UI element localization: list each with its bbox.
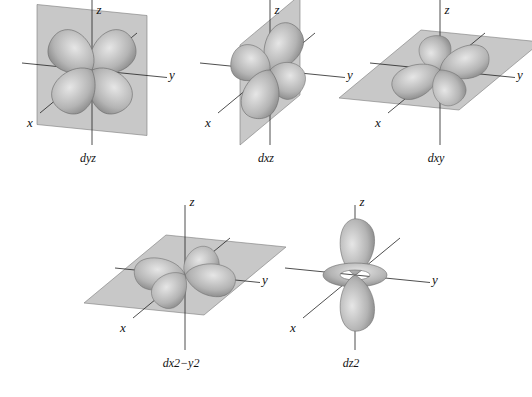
axis-label: z — [444, 3, 449, 16]
axis-label: y — [262, 273, 268, 286]
axis-label: y — [432, 273, 438, 286]
axis-label: z — [96, 3, 101, 16]
orbital-label: dyz — [80, 152, 96, 164]
orbital-label: dz2 — [343, 357, 360, 369]
axis-label: y — [169, 68, 175, 81]
dz2-orbital — [285, 205, 430, 350]
axis-label: x — [375, 116, 381, 129]
dxy-orbital — [339, 0, 532, 145]
axis-label: y — [347, 68, 353, 81]
axis-label: x — [290, 321, 296, 334]
dxz-orbital — [200, 0, 345, 145]
axis-label: z — [359, 195, 364, 208]
axis-label: x — [27, 116, 33, 129]
axis-label: y — [517, 68, 523, 81]
orbital-label: dxz — [258, 152, 274, 164]
orbital-label: dx2−y2 — [163, 357, 200, 369]
axis-label: x — [120, 321, 126, 334]
axis-label: z — [274, 3, 279, 16]
axis-label: x — [205, 116, 211, 129]
dx2-y2-orbital — [84, 205, 286, 350]
dyz-orbital — [22, 0, 167, 145]
axis-label: z — [189, 195, 194, 208]
orbital-label: dxy — [428, 152, 445, 164]
